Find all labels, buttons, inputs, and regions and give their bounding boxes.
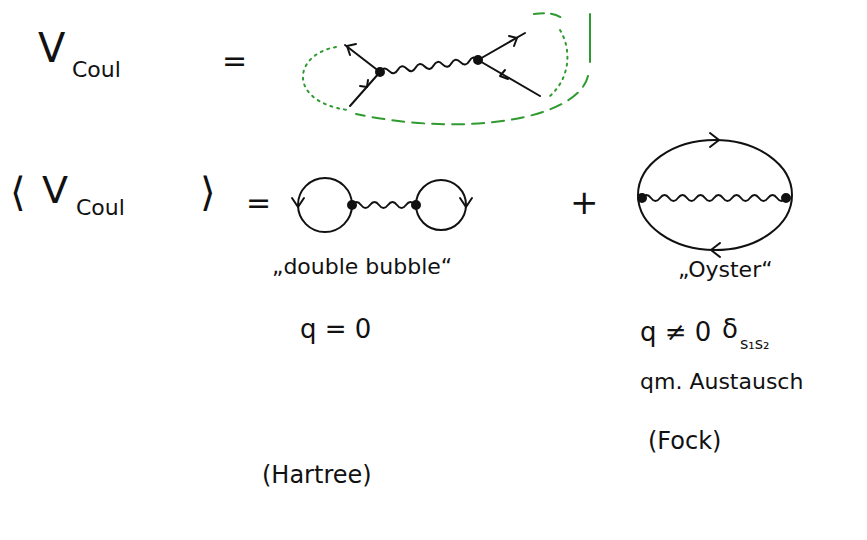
arrow-head xyxy=(509,36,517,46)
momentum-note: q ≠ 0 xyxy=(640,318,711,347)
coulomb-wavy-line xyxy=(380,57,479,75)
method-name: (Hartree) xyxy=(262,462,372,488)
equals-sign: = xyxy=(222,44,247,77)
symbol-text: V xyxy=(42,170,68,212)
plus-sign: + xyxy=(570,184,599,221)
fermion-loop xyxy=(416,180,466,230)
coulomb-wavy-line xyxy=(352,202,415,208)
exchange-note: qm. Austausch xyxy=(640,370,803,394)
bracket-symbol: ⟨ xyxy=(10,170,26,214)
diagram-name: „Oyster“ xyxy=(678,258,773,282)
vertex-dot xyxy=(782,194,790,202)
arrow-head xyxy=(460,198,472,207)
arrow-head xyxy=(347,44,356,55)
vertex-dot xyxy=(638,194,646,202)
coulomb-wavy-line xyxy=(642,195,786,201)
arrow-head xyxy=(500,70,508,79)
subscript-text: s₁s₂ xyxy=(740,335,770,353)
contraction-line xyxy=(589,14,591,62)
contraction-dashed xyxy=(356,76,588,124)
fermion-loop xyxy=(298,178,352,232)
fermion-line xyxy=(350,72,380,106)
arrow-head xyxy=(292,198,304,207)
bracket-symbol: ⟩ xyxy=(200,170,216,214)
contraction-dashed xyxy=(534,13,562,18)
vertex-dot xyxy=(376,68,384,76)
equals-sign: = xyxy=(246,186,271,219)
subscript-text: Coul xyxy=(72,58,121,82)
arrow-head xyxy=(710,133,719,147)
diagram-name: „double bubble“ xyxy=(272,255,452,279)
fermion-line xyxy=(478,60,540,96)
symbol-text: δ xyxy=(722,315,738,344)
arrow-head xyxy=(360,80,368,87)
fermion-line xyxy=(345,45,380,72)
fermion-line xyxy=(478,33,525,60)
vertex-dot xyxy=(348,201,356,209)
contraction-dotted xyxy=(550,30,567,96)
momentum-note: q = 0 xyxy=(300,315,371,344)
vertex-dot xyxy=(474,56,482,64)
contraction-dotted xyxy=(303,47,348,110)
symbol-text: V xyxy=(38,26,65,70)
subscript-text: Coul xyxy=(76,196,125,220)
vertex-dot xyxy=(412,201,420,209)
arrow-head xyxy=(711,243,720,257)
method-name: (Fock) xyxy=(648,428,721,454)
fermion-loop xyxy=(638,140,792,250)
